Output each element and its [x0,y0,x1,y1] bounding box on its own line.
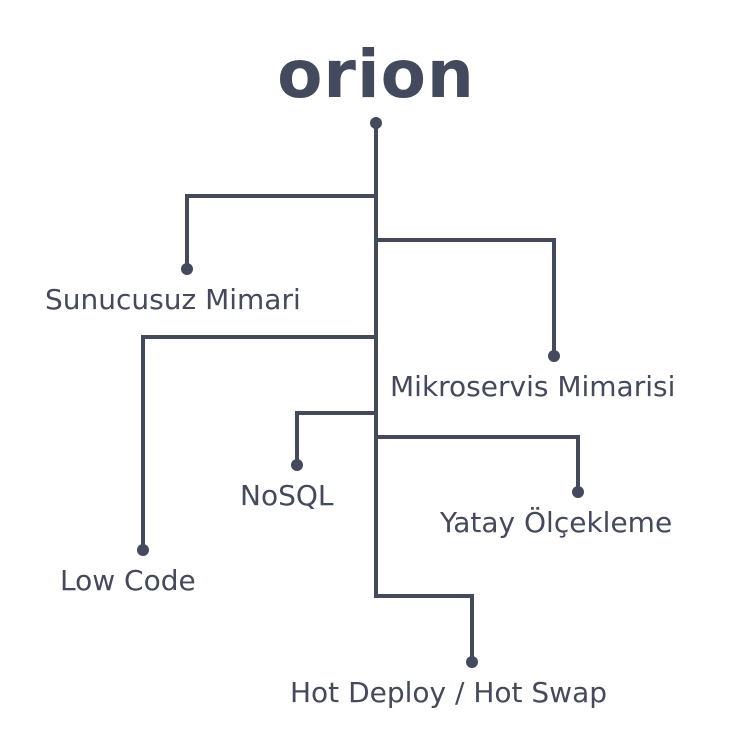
connector-yatay-olcekleme [374,411,580,494]
node-dot-sunucusuz-mimari [181,263,193,275]
node-label-nosql: NoSQL [240,479,334,512]
node-label-low-code: Low Code [60,564,196,597]
connector-low-code [141,335,378,552]
node-dot-low-code [137,544,149,556]
node-dot-hot-deploy [466,656,478,668]
node-label-sunucusuz-mimari: Sunucusuz Mimari [45,283,301,316]
connector-sunucusuz-mimari [185,194,378,271]
node-label-mikroservis-mimarisi: Mikroservis Mimarisi [390,370,675,403]
node-label-yatay-olcekleme: Yatay Ölçekleme [439,505,672,539]
connector-nosql [295,411,378,467]
node-dot-nosql [291,459,303,471]
root-title: orion [277,36,475,113]
node-dot-mikroservis-mimarisi [548,350,560,362]
node-label-hot-deploy: Hot Deploy / Hot Swap [290,676,607,709]
node-dot-yatay-olcekleme [572,486,584,498]
connector-hot-deploy [374,435,474,664]
connector-mikroservis-mimarisi [374,238,556,358]
